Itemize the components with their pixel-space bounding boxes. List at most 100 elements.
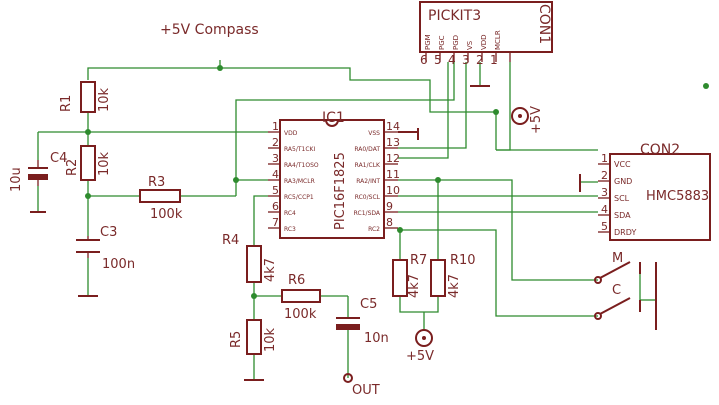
ic1-pin-name: RC3 <box>284 226 296 233</box>
r3-label: R3 <box>148 175 165 190</box>
ic1-pin-name: VSS <box>368 130 380 137</box>
c3-value: 100n <box>102 257 135 272</box>
capacitor-c5: C5 10n <box>336 297 389 346</box>
con2-pin-number: 1 <box>601 152 608 165</box>
r6-value: 100k <box>284 307 317 322</box>
switch-m: M <box>594 251 641 284</box>
r2-label: R2 <box>65 159 80 176</box>
con2-part: HMC5883 <box>646 189 709 204</box>
r4-value: 4k7 <box>263 258 278 282</box>
capacitor-c4: C4 10u <box>9 151 67 192</box>
pickit3-pin-number: 4 <box>448 53 456 67</box>
ic1-pin-number: 1 <box>272 120 279 133</box>
resistor-r10: R10 4k7 <box>430 253 476 298</box>
r7-value: 4k7 <box>407 274 422 298</box>
ic1-left-pins: VDD1RA5/T1CKI2RA4/T1OSO3RA3/MCLR4RC5/CCP… <box>268 120 319 233</box>
ic1-right-pins: VSS14RA0/DAT13RA1/CLK12RA2/INT11RC0/SCL1… <box>354 120 400 233</box>
ic1-pin-name: RC4 <box>284 210 296 217</box>
ic1-pin-number: 14 <box>386 120 400 133</box>
supply-5v-bottom-label: +5V <box>406 349 434 364</box>
r6-label: R6 <box>288 273 305 288</box>
con2-pin-number: 2 <box>601 169 608 182</box>
ic1-chip: IC1 PIC16F1825 <box>279 110 385 239</box>
supply-5v-top-label: +5V <box>529 106 544 134</box>
pickit3-pin-name: VS <box>466 40 474 50</box>
pickit3-pin-number: 2 <box>476 53 484 67</box>
con2-label: CON2 <box>640 142 680 158</box>
ic1-pin-name: RA1/CLK <box>355 162 381 169</box>
resistor-r6: R6 100k <box>281 273 321 322</box>
ic1-pin-name: RA2/INT <box>356 178 380 185</box>
ic1-pin-name: RC1/SDA <box>354 210 381 217</box>
resistor-r4: R4 4k7 <box>222 233 278 283</box>
pickit3-pin-number: 5 <box>434 53 442 67</box>
out-terminal-icon <box>343 373 353 383</box>
r5-label: R5 <box>229 331 244 348</box>
r10-value: 4k7 <box>447 274 462 298</box>
switch-c: C <box>594 283 641 320</box>
pickit3-connector: PICKIT3 CON1 <box>419 1 553 62</box>
con2-pin-name: GND <box>614 177 632 186</box>
pickit3-pin-number: 6 <box>420 53 428 67</box>
ic1-pin-number: 6 <box>272 200 279 213</box>
resistor-r7: R7 4k7 <box>392 253 427 298</box>
junctions <box>85 65 709 299</box>
ic1-pin-number: 11 <box>386 168 400 181</box>
con2-pin-name: SDA <box>614 211 631 220</box>
ic1-label: IC1 <box>322 110 345 126</box>
ic1-pin-number: 8 <box>386 216 393 229</box>
con2-connector: CON2 HMC5883 <box>609 142 711 241</box>
compass-supply-label: +5V Compass <box>160 22 259 38</box>
ic1-pin-name: RA4/T1OSO <box>284 162 319 169</box>
r1-value: 10k <box>97 87 112 112</box>
c5-value: 10n <box>364 331 389 346</box>
ic1-pin-name: VDD <box>284 130 298 137</box>
pickit3-pin-name: VDD <box>480 34 488 50</box>
ic1-pin-name: RC5/CCP1 <box>284 194 314 201</box>
con2-pin-name: DRDY <box>614 228 636 237</box>
ic1-pin-name: RA0/DAT <box>354 146 380 153</box>
r10-label: R10 <box>450 253 476 268</box>
resistor-r1: R1 10k <box>59 81 112 113</box>
pickit3-pin-name: PGC <box>438 35 446 50</box>
ic1-pin-number: 12 <box>386 152 400 165</box>
r4-label: R4 <box>222 233 239 248</box>
pickit3-pin-number: 1 <box>490 53 498 67</box>
resistor-r5: R5 10k <box>229 319 278 355</box>
ic1-pin-name: RC2 <box>368 226 380 233</box>
con2-pin-name: SCL <box>614 194 630 203</box>
c4-value: 10u <box>9 167 24 192</box>
ic1-pin-name: RC0/SCL <box>355 194 381 201</box>
ic1-pin-number: 4 <box>272 168 279 181</box>
supply-5v-bottom-icon <box>415 329 433 347</box>
capacitor-c3: C3 100n <box>76 225 135 272</box>
ic1-pin-number: 7 <box>272 216 279 229</box>
switch-c-label: C <box>612 283 621 298</box>
ic1-pin-number: 2 <box>272 136 279 149</box>
pickit3-pin-name: MCLR <box>494 30 502 50</box>
pickit3-title: PICKIT3 <box>428 8 481 24</box>
ic1-pin-name: RA3/MCLR <box>284 178 315 185</box>
c5-label: C5 <box>360 297 377 312</box>
con2-pin-number: 5 <box>601 220 608 233</box>
ic1-pin-number: 3 <box>272 152 279 165</box>
resistor-r2: R2 10k <box>65 145 112 181</box>
c4-label: C4 <box>50 151 67 166</box>
c3-label: C3 <box>100 225 117 240</box>
con2-pin-name: VCC <box>614 160 631 169</box>
r2-value: 10k <box>97 151 112 176</box>
ground-symbols <box>30 85 657 381</box>
ic1-pin-number: 9 <box>386 200 393 213</box>
switch-m-label: M <box>612 251 623 266</box>
con1-label: CON1 <box>536 4 552 44</box>
pickit3-pin-number: 3 <box>462 53 470 67</box>
supply-5v-top-icon <box>511 107 529 125</box>
r3-value: 100k <box>150 207 183 222</box>
resistor-r3: R3 100k <box>139 175 183 222</box>
ic1-pin-number: 10 <box>386 184 400 197</box>
pickit3-pin-name: PGM <box>424 34 432 50</box>
pickit3-pin-name: PGD <box>452 35 460 50</box>
